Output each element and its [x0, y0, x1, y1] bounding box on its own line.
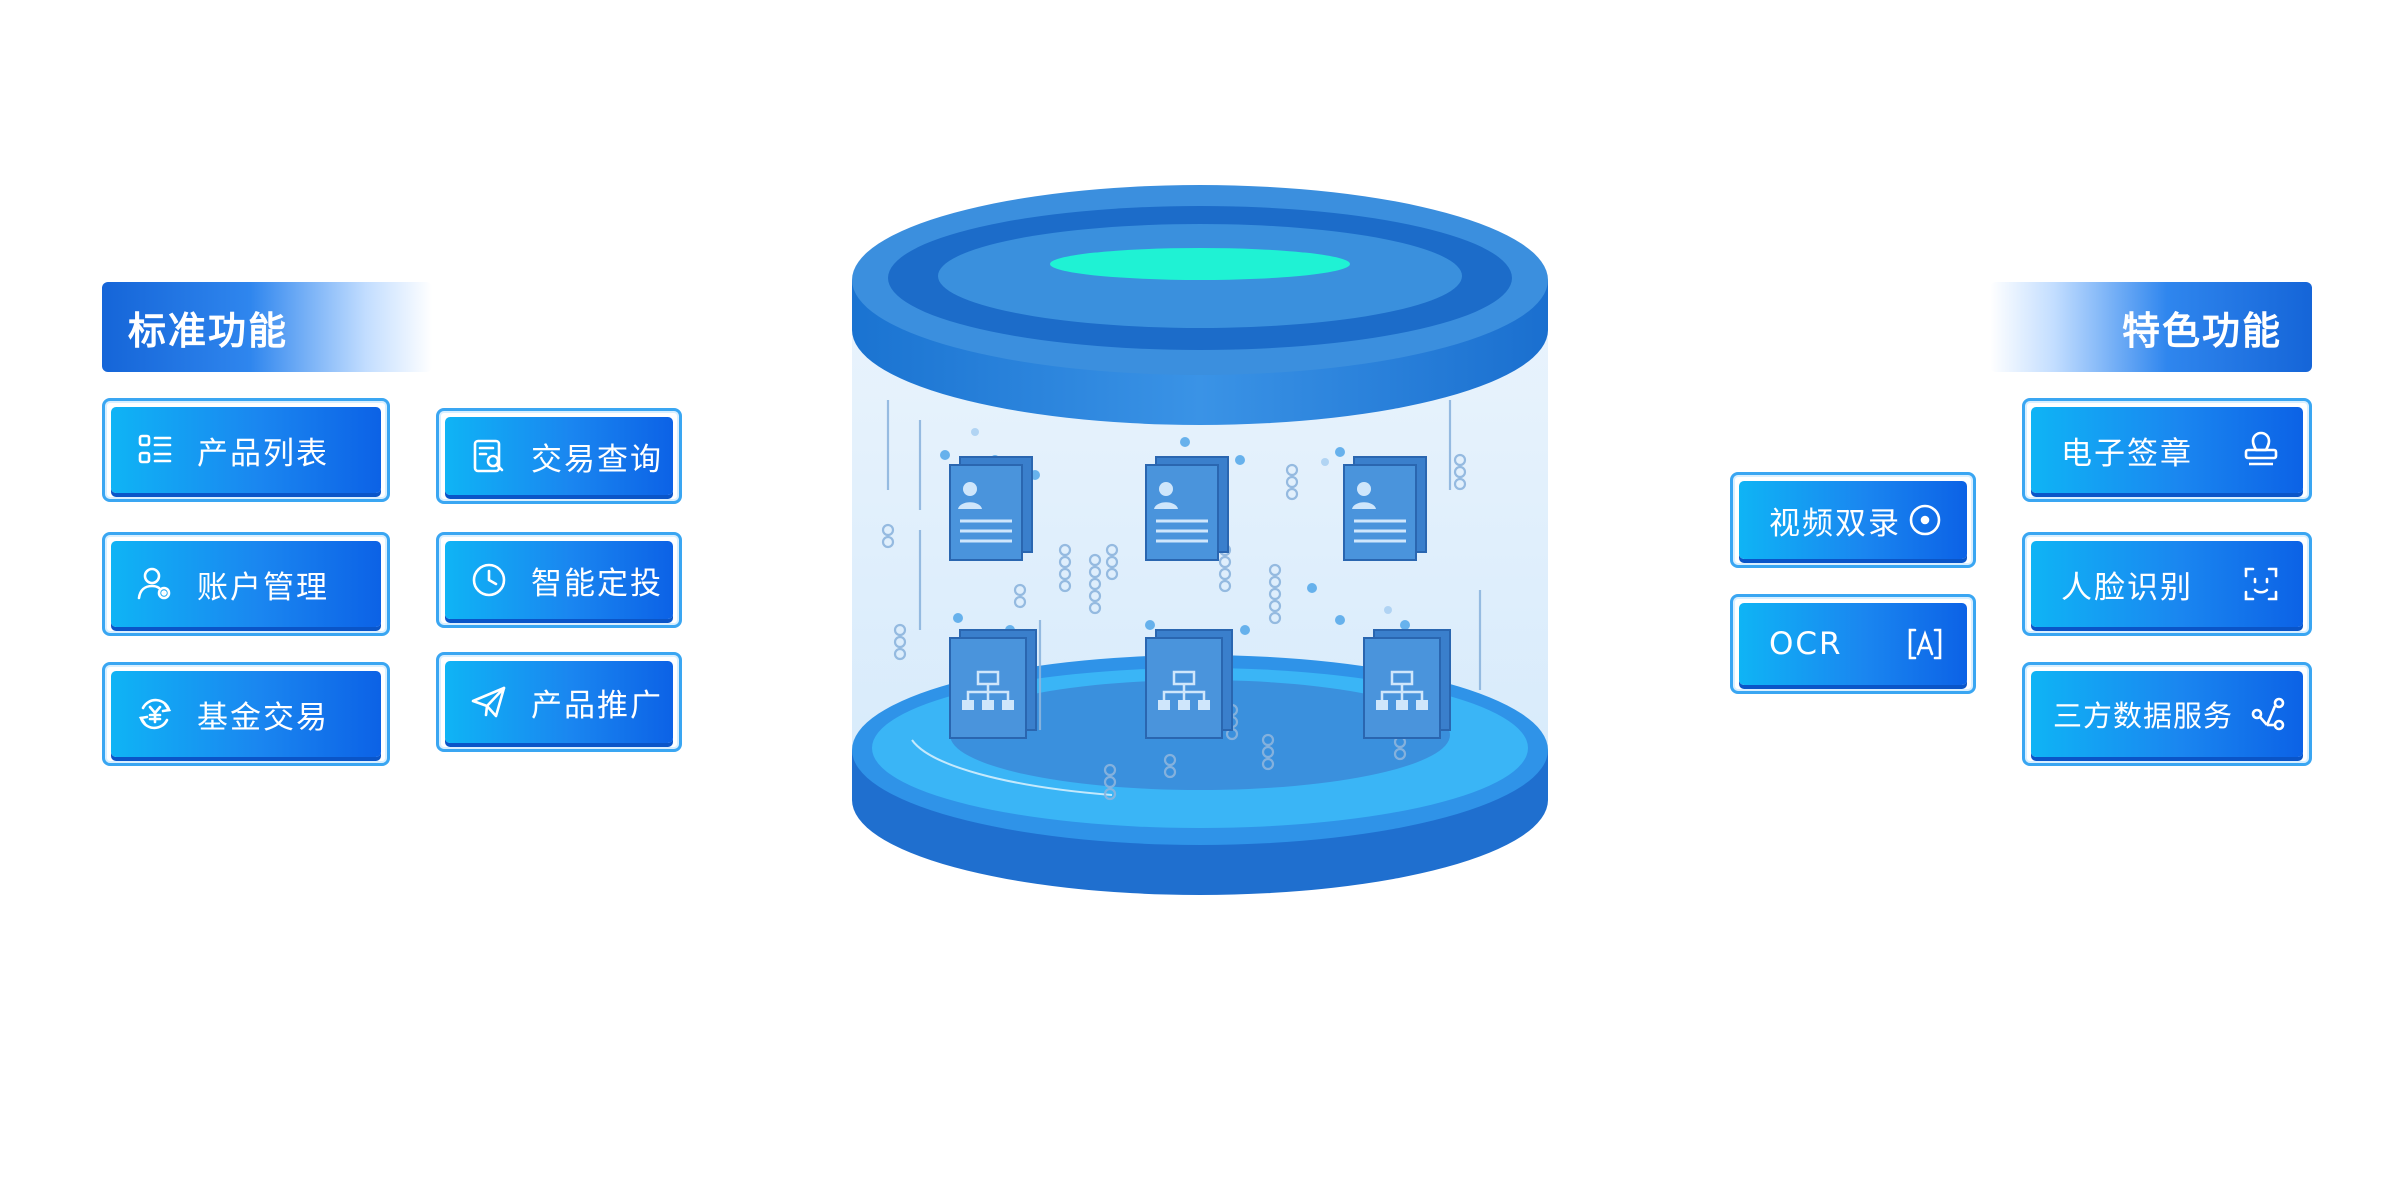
feature-label: 产品推广 — [531, 687, 663, 724]
search-document-icon — [469, 436, 509, 476]
standard-features-title: 标准功能 — [102, 282, 432, 372]
feature-card-product-promotion[interactable]: 产品推广 — [436, 652, 682, 752]
feature-card-product-list[interactable]: 产品列表 — [102, 398, 390, 502]
feature-card-ocr[interactable]: OCR — [1730, 594, 1976, 694]
clock-icon — [469, 560, 509, 600]
feature-label: OCR — [1769, 626, 1843, 662]
feature-label: 基金交易 — [197, 699, 329, 736]
feature-label: 产品列表 — [197, 435, 329, 472]
feature-card-transaction-query[interactable]: 交易查询 — [436, 408, 682, 504]
featured-functions-title: 特色功能 — [1990, 282, 2312, 372]
share-nodes-icon — [2249, 694, 2289, 734]
record-icon — [1905, 500, 1945, 540]
glow-core — [1050, 248, 1350, 280]
profile-document-icons — [949, 456, 1427, 561]
feature-card-video-recording[interactable]: 视频双录 — [1730, 472, 1976, 568]
user-settings-icon — [135, 564, 175, 604]
stamp-icon — [2241, 430, 2281, 470]
flowchart-document-icons — [949, 629, 1451, 739]
feature-label: 账户管理 — [197, 569, 329, 606]
feature-label: 三方数据服务 — [2053, 699, 2234, 733]
text-recognition-icon — [1905, 624, 1945, 664]
list-icon — [135, 430, 175, 470]
feature-card-account-management[interactable]: 账户管理 — [102, 532, 390, 636]
feature-label: 电子签章 — [2061, 435, 2193, 472]
feature-label: 智能定投 — [531, 565, 663, 602]
feature-card-third-party-data[interactable]: 三方数据服务 — [2022, 662, 2312, 766]
feature-label: 视频双录 — [1769, 505, 1901, 542]
face-scan-icon — [2241, 564, 2281, 604]
feature-card-fund-trading[interactable]: 基金交易 — [102, 662, 390, 766]
data-cylinder-illustration — [852, 185, 1548, 895]
featured-functions-title-text: 特色功能 — [2121, 308, 2282, 353]
feature-label: 交易查询 — [531, 441, 663, 478]
feature-card-face-recognition[interactable]: 人脸识别 — [2022, 532, 2312, 636]
yuan-exchange-icon — [135, 694, 175, 734]
feature-label: 人脸识别 — [2061, 569, 2193, 606]
standard-features-title-text: 标准功能 — [128, 308, 289, 353]
feature-card-smart-investment[interactable]: 智能定投 — [436, 532, 682, 628]
chain-strands — [881, 400, 1482, 801]
feature-card-electronic-seal[interactable]: 电子签章 — [2022, 398, 2312, 502]
paper-plane-icon — [469, 682, 509, 722]
